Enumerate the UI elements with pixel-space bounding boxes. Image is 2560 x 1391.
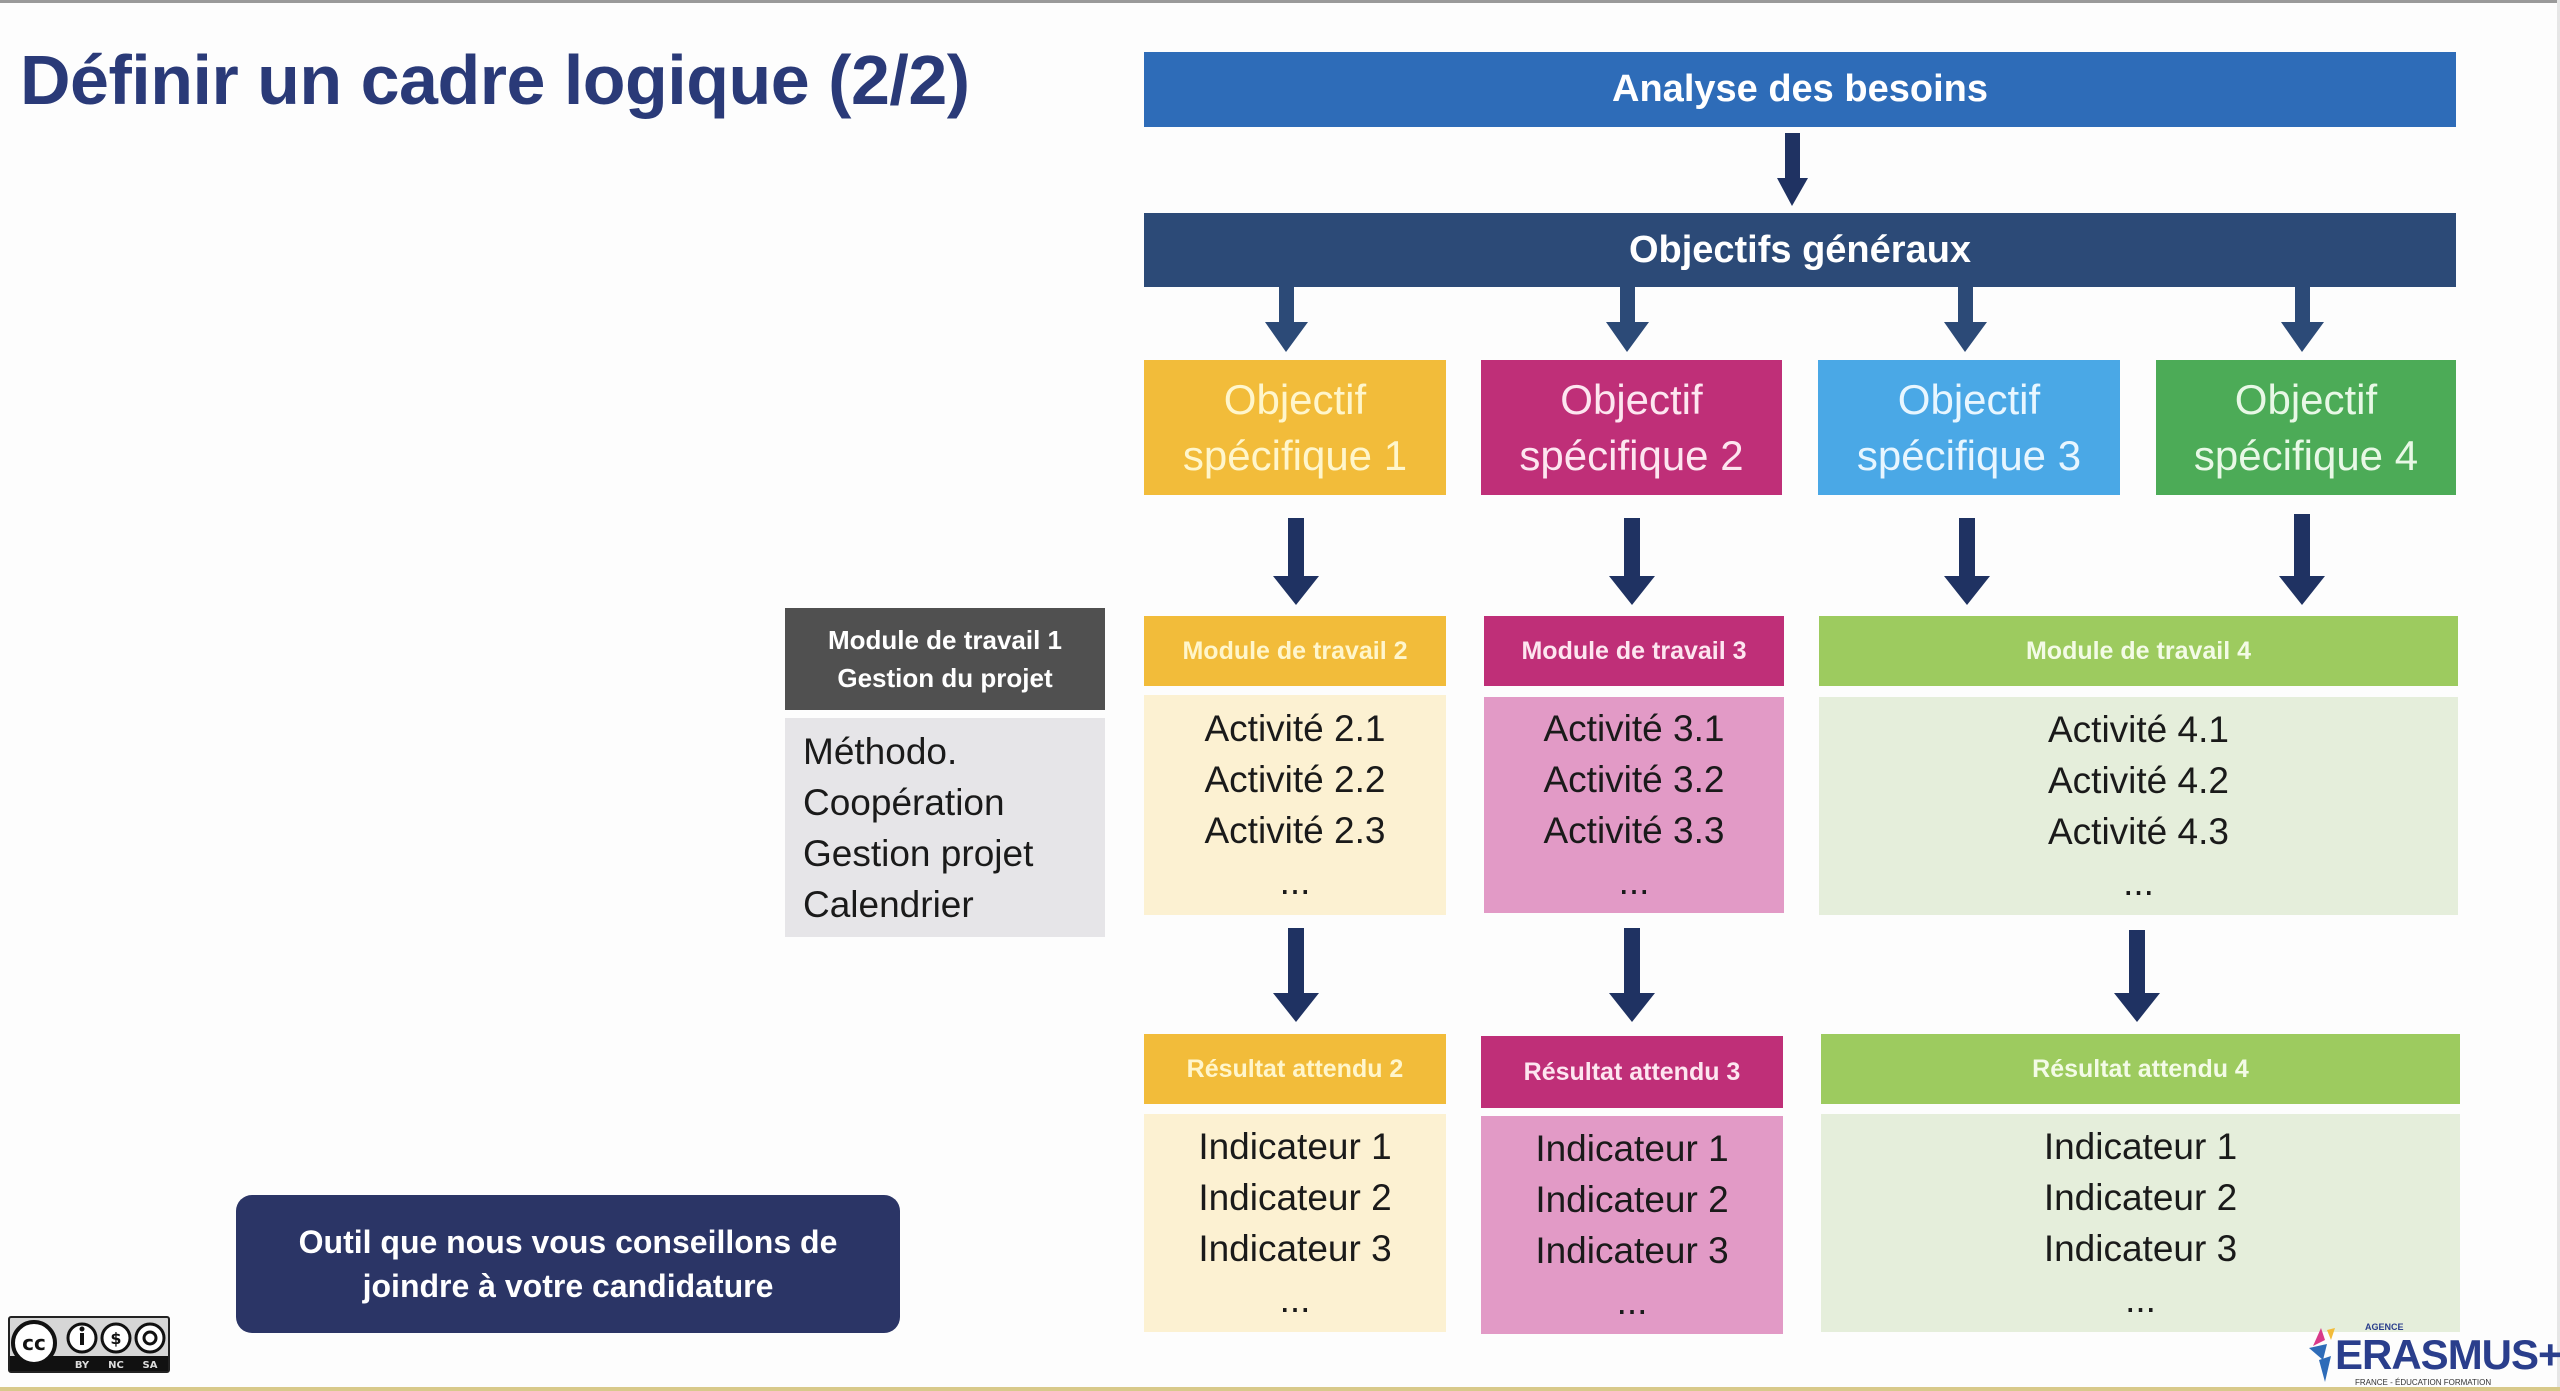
- erasmus-brand: ERASMUS+: [2335, 1331, 2560, 1378]
- work-module-2-header: Module de travail 2: [1144, 616, 1446, 686]
- slide-title: Définir un cadre logique (2/2): [20, 41, 970, 119]
- erasmus-star-icon: [2309, 1328, 2335, 1382]
- general-objectives-label: Objectifs généraux: [1628, 228, 1972, 271]
- list-item: Activité 4.2: [2048, 760, 2229, 801]
- work-module-2-body: Activité 2.1 Activité 2.2 Activité 2.3 .…: [1144, 695, 1446, 915]
- svg-text:cc: cc: [22, 1331, 46, 1355]
- nc-icon: [100, 1322, 132, 1354]
- work-module-3-header: Module de travail 3: [1484, 616, 1784, 686]
- svg-text:$: $: [110, 1329, 121, 1348]
- list-item: ...: [2125, 1279, 2156, 1320]
- list-item: Indicateur 2: [1198, 1177, 1392, 1218]
- expected-result-2-header: Résultat attendu 2: [1144, 1034, 1446, 1104]
- arrow-down-icon: [1609, 518, 1655, 605]
- list-item: Coopération: [803, 781, 1005, 823]
- list-item: Indicateur 1: [2043, 1126, 2238, 1167]
- list-item: Indicateur 3: [1535, 1230, 1729, 1271]
- needs-analysis-bar: Analyse des besoins: [1144, 52, 2456, 127]
- list-item: Gestion projet: [803, 832, 1034, 874]
- list-item: Activité 2.3: [1204, 810, 1386, 851]
- arrow-down-icon: [1944, 287, 1987, 352]
- specific-objective-line1: Objectif: [2234, 375, 2378, 423]
- work-module-title: Module de travail 2: [1182, 636, 1408, 665]
- license-label: SA: [143, 1360, 158, 1371]
- specific-objective-line2: spécifique 4: [2193, 431, 2419, 479]
- list-item: Activité 4.1: [2048, 709, 2229, 750]
- cc-by-nc-sa-icon: cc $ BY NC SA: [8, 1316, 170, 1373]
- expected-result-2-body: Indicateur 1 Indicateur 2 Indicateur 3 .…: [1144, 1114, 1446, 1332]
- arrow-down-icon: [1944, 518, 1990, 605]
- list-item: Indicateur 2: [1535, 1179, 1729, 1220]
- right-border: [2557, 0, 2560, 1391]
- top-border: [0, 0, 2560, 3]
- arrow-down-icon: [2281, 287, 2324, 352]
- needs-analysis-label: Analyse des besoins: [1612, 68, 1988, 110]
- arrow-down-icon: [1265, 287, 1308, 352]
- list-item: Activité 4.3: [2048, 811, 2229, 852]
- arrow-down-icon: [1609, 928, 1655, 1022]
- list-item: ...: [2123, 862, 2154, 903]
- specific-objective-line1: Objectif: [1223, 375, 1367, 423]
- expected-result-title: Résultat attendu 3: [1523, 1057, 1741, 1086]
- sa-icon: [134, 1322, 166, 1354]
- list-item: Indicateur 2: [2043, 1177, 2238, 1218]
- erasmus-agency-label: AGENCE: [2365, 1322, 2404, 1332]
- arrow-down-icon: [2114, 930, 2160, 1022]
- license-badge-graphic: cc $ BY NC SA: [10, 1320, 168, 1371]
- callout-line1: Outil que nous vous conseillons de: [298, 1224, 838, 1260]
- specific-objective-1: Objectif spécifique 1: [1144, 360, 1446, 495]
- list-item: Indicateur 1: [1198, 1126, 1392, 1167]
- arrow-down-icon: [1273, 518, 1319, 605]
- advice-callout: Outil que nous vous conseillons de joind…: [236, 1195, 900, 1333]
- bottom-border: [0, 1387, 2560, 1391]
- expected-result-title: Résultat attendu 4: [2032, 1054, 2249, 1083]
- list-item: Indicateur 1: [1535, 1128, 1729, 1169]
- arrow-down-icon: [1777, 133, 1808, 206]
- list-item: Activité 3.1: [1543, 708, 1725, 749]
- expected-result-title: Résultat attendu 2: [1186, 1054, 1404, 1083]
- work-module-4-body: Activité 4.1 Activité 4.2 Activité 4.3 .…: [1819, 697, 2458, 915]
- list-item: Indicateur 3: [2043, 1228, 2238, 1269]
- license-label: BY: [75, 1360, 90, 1371]
- list-item: ...: [1279, 1279, 1311, 1320]
- work-module-3-body: Activité 3.1 Activité 3.2 Activité 3.3 .…: [1484, 697, 1784, 913]
- expected-result-3-header: Résultat attendu 3: [1481, 1036, 1783, 1108]
- list-item: Activité 3.3: [1543, 810, 1725, 851]
- work-module-1-subtitle: Gestion du projet: [837, 663, 1053, 693]
- specific-objective-line2: spécifique 1: [1182, 431, 1408, 479]
- list-item: ...: [1279, 861, 1311, 902]
- specific-objective-line1: Objectif: [1897, 375, 2041, 423]
- arrow-down-icon: [2279, 514, 2325, 605]
- arrow-down-icon: [1273, 928, 1319, 1022]
- specific-objective-line2: spécifique 2: [1519, 431, 1744, 479]
- expected-result-3-body: Indicateur 1 Indicateur 2 Indicateur 3 .…: [1481, 1116, 1783, 1334]
- erasmus-subtitle: FRANCE - ÉDUCATION FORMATION: [2355, 1378, 2492, 1387]
- list-item: Activité 2.1: [1204, 708, 1386, 749]
- license-label: NC: [108, 1360, 124, 1371]
- list-item: ...: [1618, 861, 1650, 902]
- specific-objective-line2: spécifique 3: [1856, 431, 2082, 479]
- work-module-1-body: Méthodo. Coopération Gestion projet Cale…: [785, 718, 1105, 937]
- expected-result-4-body: Indicateur 1 Indicateur 2 Indicateur 3 .…: [1821, 1114, 2460, 1332]
- callout-line2: joindre à votre candidature: [362, 1268, 774, 1304]
- general-objectives-bar: Objectifs généraux: [1144, 213, 2456, 287]
- specific-objective-2: Objectif spécifique 2: [1481, 360, 1782, 495]
- work-module-1-title: Module de travail 1: [827, 625, 1063, 655]
- specific-objective-4: Objectif spécifique 4: [2156, 360, 2456, 495]
- work-module-1-header: Module de travail 1 Gestion du projet: [785, 608, 1105, 710]
- list-item: ...: [1616, 1281, 1648, 1322]
- work-module-4-header: Module de travail 4: [1819, 616, 2458, 686]
- list-item: Activité 3.2: [1543, 759, 1725, 800]
- erasmus-logo: AGENCE ERASMUS+ FRANCE - ÉDUCATION FORMA…: [2295, 1322, 2560, 1391]
- list-item: Calendrier: [803, 883, 974, 925]
- list-item: Méthodo.: [803, 730, 958, 772]
- work-module-title: Module de travail 3: [1521, 636, 1747, 665]
- expected-result-4-header: Résultat attendu 4: [1821, 1034, 2460, 1104]
- list-item: Indicateur 3: [1198, 1228, 1392, 1269]
- list-item: Activité 2.2: [1204, 759, 1386, 800]
- work-module-title: Module de travail 4: [2025, 636, 2252, 665]
- specific-objective-line1: Objectif: [1560, 375, 1703, 423]
- specific-objective-3: Objectif spécifique 3: [1818, 360, 2120, 495]
- arrow-down-icon: [1606, 287, 1649, 352]
